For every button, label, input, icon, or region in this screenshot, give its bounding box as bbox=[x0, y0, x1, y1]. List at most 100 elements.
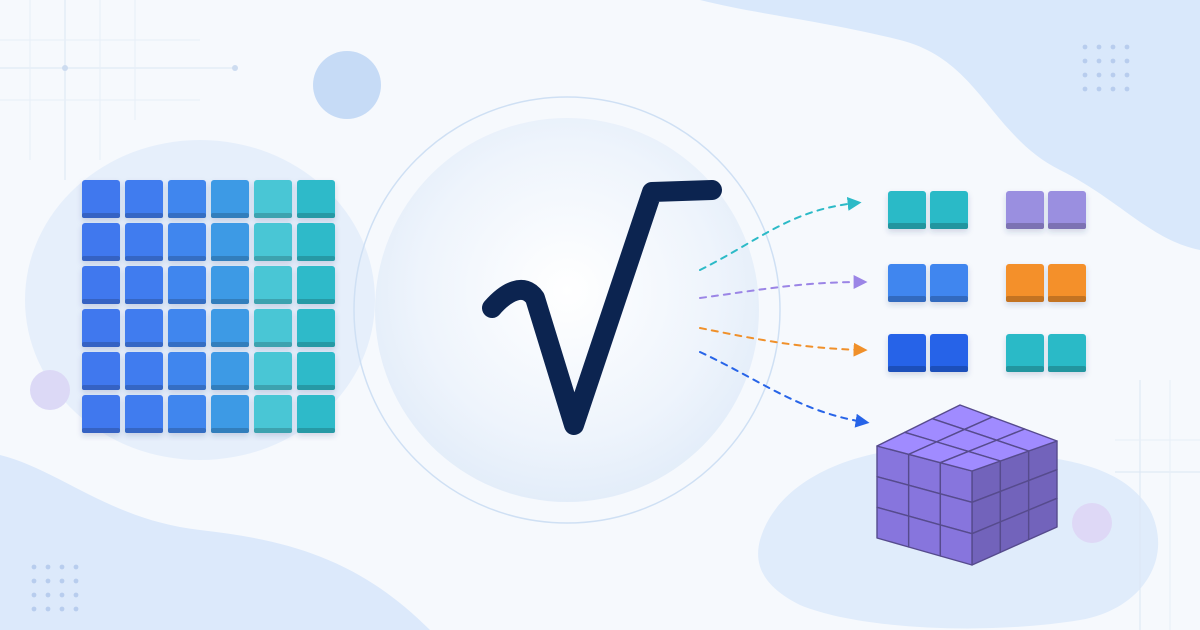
pair-block bbox=[930, 264, 968, 302]
matrix-cell bbox=[168, 223, 206, 261]
dot bbox=[1082, 72, 1088, 78]
pair-block bbox=[888, 334, 926, 372]
pair-block bbox=[930, 191, 968, 229]
matrix-cell bbox=[211, 223, 249, 261]
grid-node-dot bbox=[62, 65, 68, 71]
dot bbox=[1082, 44, 1088, 50]
matrix-cell bbox=[297, 309, 335, 347]
dot bbox=[31, 606, 37, 612]
matrix-cell bbox=[82, 223, 120, 261]
matrix-cell bbox=[168, 266, 206, 304]
dot bbox=[1096, 86, 1102, 92]
matrix-cell bbox=[125, 223, 163, 261]
cube-icon bbox=[876, 404, 1058, 566]
dot bbox=[1110, 44, 1116, 50]
arrow-to-teal-pair bbox=[699, 196, 862, 271]
matrix-cell bbox=[82, 352, 120, 390]
pair-block bbox=[1048, 264, 1086, 302]
matrix-cell bbox=[168, 180, 206, 218]
matrix-cell bbox=[254, 395, 292, 433]
dot-grid-icon bbox=[31, 564, 79, 612]
matrix-cell bbox=[82, 309, 120, 347]
lens-inner-disc bbox=[375, 118, 759, 502]
matrix-cell bbox=[125, 395, 163, 433]
matrix-cell bbox=[254, 180, 292, 218]
pair-block bbox=[1048, 334, 1086, 372]
matrix-cell bbox=[254, 309, 292, 347]
matrix-cell bbox=[254, 223, 292, 261]
dot bbox=[31, 592, 37, 598]
pair-block bbox=[1006, 191, 1044, 229]
dot bbox=[1110, 58, 1116, 64]
grid-node-dot bbox=[232, 65, 238, 71]
arrow-to-cube bbox=[699, 351, 870, 428]
matrix-cell bbox=[254, 352, 292, 390]
dot bbox=[1124, 58, 1130, 64]
pair-block bbox=[930, 334, 968, 372]
matrix-cell bbox=[168, 352, 206, 390]
dot bbox=[1124, 44, 1130, 50]
dot bbox=[1082, 86, 1088, 92]
dot bbox=[73, 606, 79, 612]
lavender-circle-icon bbox=[30, 370, 70, 410]
matrix-cell bbox=[125, 180, 163, 218]
dot bbox=[1082, 58, 1088, 64]
pair-block bbox=[888, 264, 926, 302]
cube-cell bbox=[939, 524, 973, 566]
dot bbox=[45, 578, 51, 584]
matrix-cell bbox=[297, 266, 335, 304]
matrix-cell bbox=[82, 180, 120, 218]
blue-circle-icon bbox=[313, 51, 381, 119]
matrix-cell bbox=[125, 352, 163, 390]
dot bbox=[59, 592, 65, 598]
matrix-cell bbox=[125, 309, 163, 347]
dot bbox=[73, 592, 79, 598]
dot bbox=[45, 592, 51, 598]
dot bbox=[1124, 86, 1130, 92]
matrix-cell bbox=[211, 309, 249, 347]
pair-block bbox=[1006, 264, 1044, 302]
dot bbox=[59, 578, 65, 584]
matrix-cell bbox=[82, 395, 120, 433]
dot bbox=[31, 578, 37, 584]
pair-block bbox=[888, 191, 926, 229]
matrix-cell bbox=[168, 395, 206, 433]
top-right-blob bbox=[700, 0, 1200, 250]
dot bbox=[1110, 72, 1116, 78]
matrix-grid bbox=[82, 180, 335, 433]
matrix-cell bbox=[211, 352, 249, 390]
dot bbox=[73, 564, 79, 570]
matrix-cell bbox=[297, 352, 335, 390]
dot bbox=[31, 564, 37, 570]
matrix-cell bbox=[125, 266, 163, 304]
cube-cell bbox=[939, 450, 1002, 472]
arrows bbox=[699, 196, 870, 428]
matrix-cell bbox=[82, 266, 120, 304]
arrow-to-dark-blue-pair bbox=[699, 327, 868, 357]
dot bbox=[45, 606, 51, 612]
dot bbox=[1096, 58, 1102, 64]
dot bbox=[1124, 72, 1130, 78]
dot bbox=[73, 578, 79, 584]
matrix-cell bbox=[168, 309, 206, 347]
dot bbox=[1096, 72, 1102, 78]
cube-cell bbox=[1027, 497, 1058, 541]
matrix-cell bbox=[297, 180, 335, 218]
dot bbox=[1110, 86, 1116, 92]
matrix-cell bbox=[211, 266, 249, 304]
matrix-cell bbox=[211, 180, 249, 218]
output-pairs bbox=[888, 191, 1086, 372]
pair-block bbox=[1048, 191, 1086, 229]
matrix-cell bbox=[297, 223, 335, 261]
lavender-circle-icon bbox=[1072, 503, 1112, 543]
matrix-cell bbox=[211, 395, 249, 433]
square-root-icon bbox=[482, 180, 722, 435]
dot bbox=[1096, 44, 1102, 50]
dot bbox=[45, 564, 51, 570]
matrix-cell bbox=[297, 395, 335, 433]
matrix-cell bbox=[254, 266, 292, 304]
dot bbox=[59, 564, 65, 570]
